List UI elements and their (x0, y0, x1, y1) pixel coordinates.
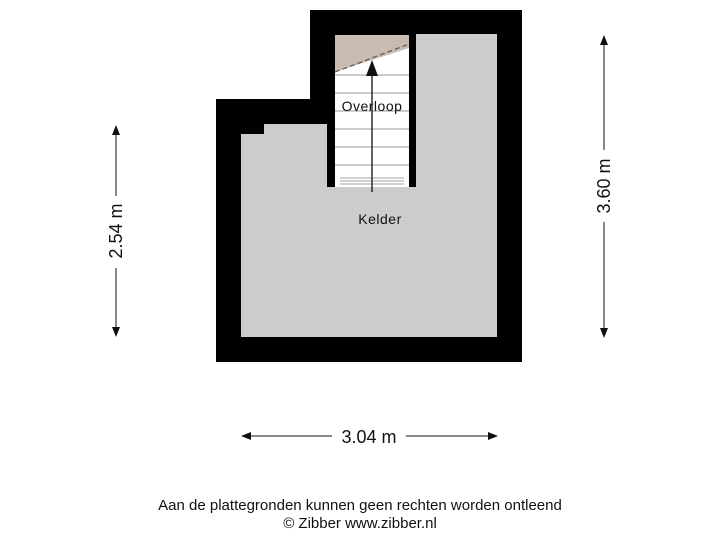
staircase (334, 35, 410, 192)
credit-text: © Zibber www.zibber.nl (283, 515, 437, 532)
dimension-bottom: 3.04 m (241, 427, 498, 447)
dimension-left-label: 2.54 m (106, 203, 126, 258)
disclaimer-text: Aan de plattegronden kunnen geen rechten… (158, 497, 562, 514)
dimension-left: 2.54 m (106, 125, 126, 337)
room-label-landing: Overloop (342, 98, 403, 114)
room-label-basement: Kelder (358, 211, 401, 227)
dimension-right-label: 3.60 m (594, 158, 614, 213)
basement-floor (241, 34, 497, 337)
dimension-bottom-label: 3.04 m (341, 427, 396, 447)
dimension-right: 3.60 m (594, 35, 614, 338)
landing-top (335, 35, 409, 72)
